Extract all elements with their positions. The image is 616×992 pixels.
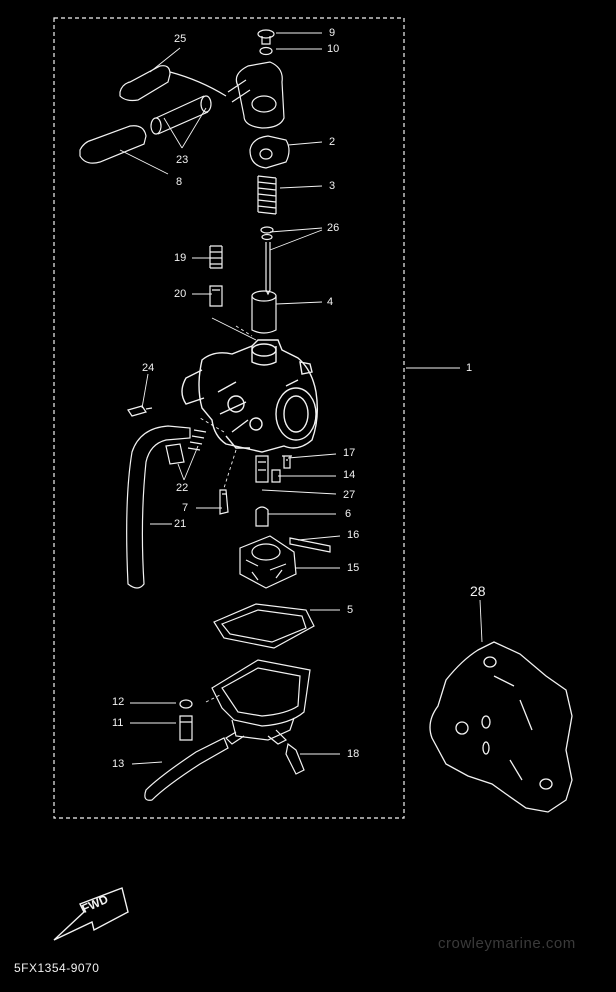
cap-25	[119, 65, 171, 102]
fwd-arrow-icon	[53, 887, 129, 941]
callout-23: 23	[176, 154, 189, 166]
needle-26	[260, 226, 274, 296]
callout-18: 18	[347, 748, 360, 760]
callout-12: 12	[112, 696, 125, 708]
callout-28: 28	[470, 583, 486, 599]
part-code: 5FX1354-9070	[14, 961, 100, 975]
spring-3	[257, 175, 277, 215]
float-15	[239, 535, 297, 589]
callout-10: 10	[327, 43, 340, 55]
drain-tube-13	[144, 737, 229, 801]
callout-25: 25	[174, 33, 187, 45]
assembly-boundary	[53, 17, 405, 819]
callout-2: 2	[329, 136, 336, 148]
callout-3: 3	[329, 180, 336, 192]
throttle-valve-4	[251, 290, 277, 334]
screw-17	[282, 455, 292, 469]
callout-15: 15	[347, 562, 360, 574]
spring-19	[209, 245, 223, 269]
callout-11: 11	[112, 717, 124, 729]
callout-4: 4	[327, 296, 334, 308]
float-pin-16	[289, 537, 331, 553]
callout-19: 19	[174, 252, 187, 264]
callout-17: 17	[343, 447, 356, 459]
carburetor-body	[181, 339, 319, 453]
screw-24	[127, 405, 153, 417]
cap-elbow	[227, 61, 285, 129]
callout-13: 13	[112, 758, 125, 770]
drain-screw-18	[285, 742, 305, 775]
screw-spring-22	[165, 429, 207, 465]
callout-16: 16	[347, 529, 360, 541]
heat-shield-28	[429, 641, 573, 813]
callout-6: 6	[345, 508, 352, 520]
needle-valve-6	[255, 506, 269, 527]
washer-12	[179, 699, 193, 709]
callout-20: 20	[174, 288, 187, 300]
callout-8: 8	[176, 176, 183, 188]
callout-5: 5	[347, 604, 354, 616]
jet-14	[271, 469, 281, 483]
callout-21: 21	[174, 518, 187, 530]
callout-7: 7	[182, 502, 189, 514]
callout-24: 24	[142, 362, 155, 374]
screw-9	[257, 29, 275, 45]
screw-11	[179, 715, 193, 741]
callout-9: 9	[329, 27, 336, 39]
gasket-5	[213, 603, 315, 649]
callout-22: 22	[176, 482, 189, 494]
plate-2	[249, 135, 290, 169]
float-bowl	[211, 659, 311, 745]
callout-1: 1	[466, 362, 473, 374]
o-ring-10	[259, 46, 273, 56]
watermark: crowleymarine.com	[438, 935, 576, 952]
callout-26: 26	[327, 222, 340, 234]
holder-27	[255, 455, 269, 483]
vent-tube-21	[126, 425, 191, 589]
main-jet-7	[219, 489, 229, 515]
leader-lines	[119, 32, 483, 765]
callout-27: 27	[343, 489, 356, 501]
sleeve-8	[79, 125, 147, 164]
screw-20	[209, 285, 223, 307]
callout-14: 14	[343, 469, 356, 481]
